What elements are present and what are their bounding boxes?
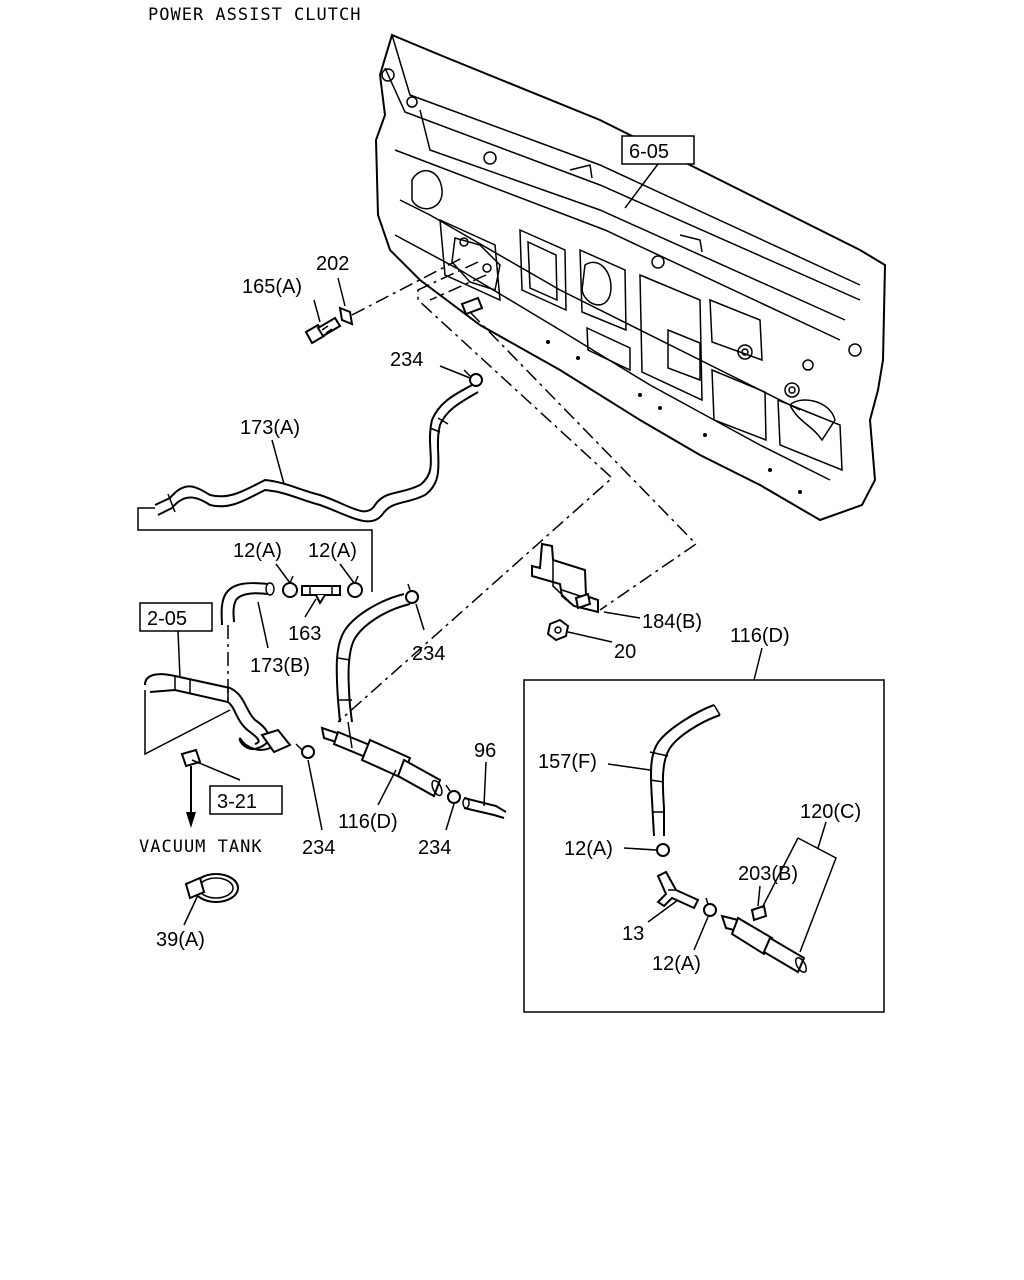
label-13: 13 xyxy=(622,923,644,945)
detail-box-116d xyxy=(523,679,885,1013)
svg-text:2-05: 2-05 xyxy=(147,608,187,630)
leader-234-top xyxy=(439,365,471,379)
label-116d-detail: 116(D) xyxy=(730,625,790,647)
leader-3-21 xyxy=(191,759,241,781)
leader-120c xyxy=(817,821,827,849)
connector-163 xyxy=(301,585,341,606)
leader-116d xyxy=(377,769,397,806)
label-234-left: 234 xyxy=(302,837,335,859)
label-202: 202 xyxy=(316,253,349,275)
clamp-234-left xyxy=(295,743,315,759)
arrow-to-vacuum-tank xyxy=(186,766,196,828)
leader-12a-detail-top xyxy=(623,847,657,851)
nut-20 xyxy=(546,618,570,642)
leader-39a xyxy=(183,894,199,926)
clamp-12a-right xyxy=(347,575,363,598)
detail-plug-203b xyxy=(750,904,768,922)
bracket-120c xyxy=(761,837,837,953)
svg-text:6-05: 6-05 xyxy=(629,141,669,163)
label-120c: 120(C) xyxy=(800,801,861,823)
routing-line-a xyxy=(337,261,614,723)
vacuum-fitting xyxy=(180,748,202,768)
reference-3-21: 3-21 xyxy=(209,785,283,815)
leader-13 xyxy=(647,899,679,923)
vacuum-hose-assembly xyxy=(144,673,292,754)
label-39a: 39(A) xyxy=(156,929,205,951)
label-173b: 173(B) xyxy=(250,655,310,677)
label-12a-detail-top: 12(A) xyxy=(564,838,613,860)
bracket-184b xyxy=(531,542,599,614)
label-203b: 203(B) xyxy=(738,863,798,885)
detail-tee-13 xyxy=(656,870,700,910)
hose-96 xyxy=(462,797,507,819)
label-163: 163 xyxy=(288,623,321,645)
detail-check-valve-120c xyxy=(720,914,808,974)
svg-text:3-21: 3-21 xyxy=(217,791,257,813)
leader-12a-detail-bottom xyxy=(693,916,709,951)
hose-173b xyxy=(220,582,275,626)
leader-173b xyxy=(257,601,269,649)
leader-234-right xyxy=(445,803,455,831)
label-96: 96 xyxy=(474,740,496,762)
label-20: 20 xyxy=(614,641,636,663)
hose-173a xyxy=(154,384,479,523)
cab-front-panel xyxy=(374,33,887,522)
label-157f: 157(F) xyxy=(538,751,597,773)
detail-clamp-12a-top xyxy=(656,843,670,857)
leader-12a-right xyxy=(339,563,355,584)
routing-line-c xyxy=(429,274,487,301)
check-valve-116d xyxy=(320,721,443,798)
leader-203b xyxy=(757,885,761,907)
leader-96 xyxy=(483,761,487,807)
leader-184b xyxy=(603,611,641,619)
leader-165a xyxy=(313,299,321,323)
clamp-234-top xyxy=(463,369,483,387)
detail-hose-157f xyxy=(649,704,721,837)
clamp-39a xyxy=(184,873,239,903)
reference-2-05: 2-05 xyxy=(139,602,213,679)
clamp-234-right xyxy=(445,784,461,804)
label-234-top: 234 xyxy=(390,349,423,371)
bolt-165a xyxy=(304,316,342,345)
leader-234-mid xyxy=(415,603,425,631)
leader-173a xyxy=(271,439,285,485)
clamp-234-mid xyxy=(405,583,419,604)
label-12a-right: 12(A) xyxy=(308,540,357,562)
label-173a: 173(A) xyxy=(240,417,300,439)
reference-6-05: 6-05 xyxy=(621,135,695,209)
label-184b: 184(B) xyxy=(642,611,702,633)
bracket-2-05 xyxy=(144,690,231,756)
label-165a: 165(A) xyxy=(242,276,302,298)
leader-bolt-to-panel xyxy=(351,257,463,316)
leader-12a-left xyxy=(275,563,291,584)
label-234-right: 234 xyxy=(418,837,451,859)
diagram-title: POWER ASSIST CLUTCH xyxy=(148,5,361,25)
leader-163 xyxy=(304,598,317,618)
routing-line-b xyxy=(469,311,698,611)
hose-bracket-line xyxy=(137,507,373,592)
leader-20 xyxy=(567,631,613,643)
hose-157f-main xyxy=(335,593,411,723)
label-vacuum-tank: VACUUM TANK xyxy=(139,837,263,857)
clamp-12a-left xyxy=(282,575,298,598)
label-12a-left: 12(A) xyxy=(233,540,282,562)
panel-fitting xyxy=(460,296,484,316)
leader-202 xyxy=(337,277,346,307)
label-116d: 116(D) xyxy=(338,811,398,833)
label-12a-detail-bottom: 12(A) xyxy=(652,953,701,975)
label-234-mid: 234 xyxy=(412,643,445,665)
leader-157f xyxy=(607,763,651,771)
leader-234-left xyxy=(307,759,323,831)
detail-clamp-12a-bottom xyxy=(703,897,717,917)
leader-116d-detail xyxy=(753,647,763,681)
washer-202 xyxy=(338,306,354,326)
